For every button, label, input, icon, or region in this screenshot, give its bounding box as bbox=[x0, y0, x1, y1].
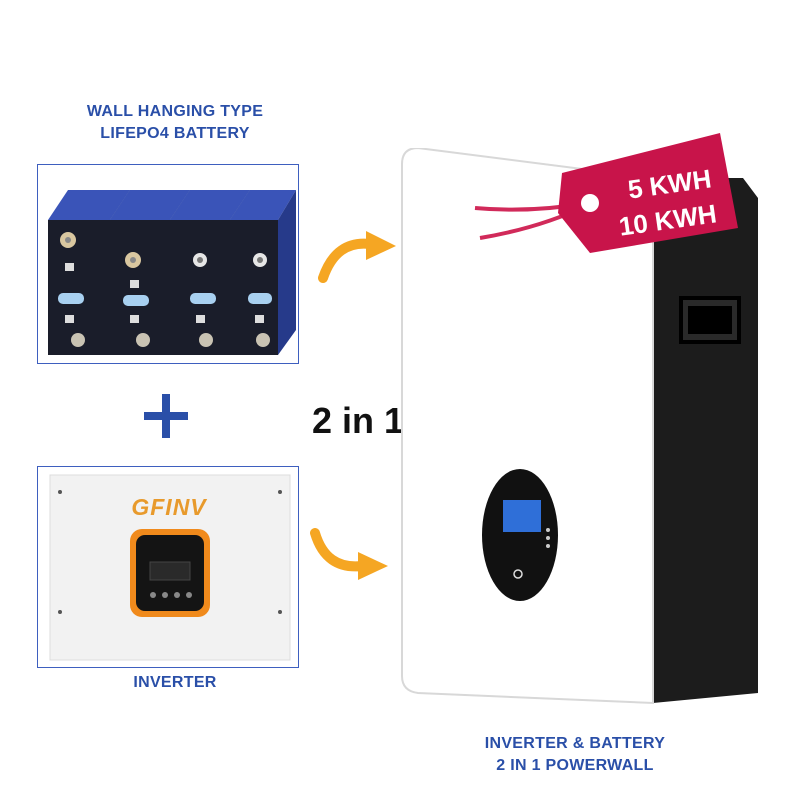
plus-icon bbox=[144, 394, 188, 438]
inverter-image bbox=[49, 474, 291, 661]
inverter-panel: GFINV bbox=[37, 466, 299, 668]
battery-cells-image bbox=[48, 190, 296, 355]
product-caption: INVERTER & BATTERY 2 IN 1 POWERWALL bbox=[460, 733, 690, 777]
battery-cell-4 bbox=[230, 190, 296, 355]
battery-section-title: WALL HANGING TYPE LIFEPO4 BATTERY bbox=[60, 101, 290, 145]
powerwall-image bbox=[401, 148, 758, 705]
product-caption-line1: INVERTER & BATTERY bbox=[484, 735, 666, 752]
inverter-brand: GFINV bbox=[131, 494, 207, 520]
battery-title-line2: LIFEPO4 BATTERY bbox=[100, 125, 250, 142]
product-caption-line2: 2 IN 1 POWERWALL bbox=[496, 757, 654, 774]
arrow-bottom-icon bbox=[310, 528, 388, 580]
arrow-top-icon bbox=[318, 231, 396, 283]
battery-cells-panel bbox=[37, 164, 299, 364]
battery-title-line1: WALL HANGING TYPE bbox=[86, 103, 264, 120]
inverter-label: INVERTER bbox=[133, 674, 217, 691]
two-in-one-text: 2 in 1 bbox=[312, 400, 405, 441]
tag-image bbox=[474, 133, 738, 253]
